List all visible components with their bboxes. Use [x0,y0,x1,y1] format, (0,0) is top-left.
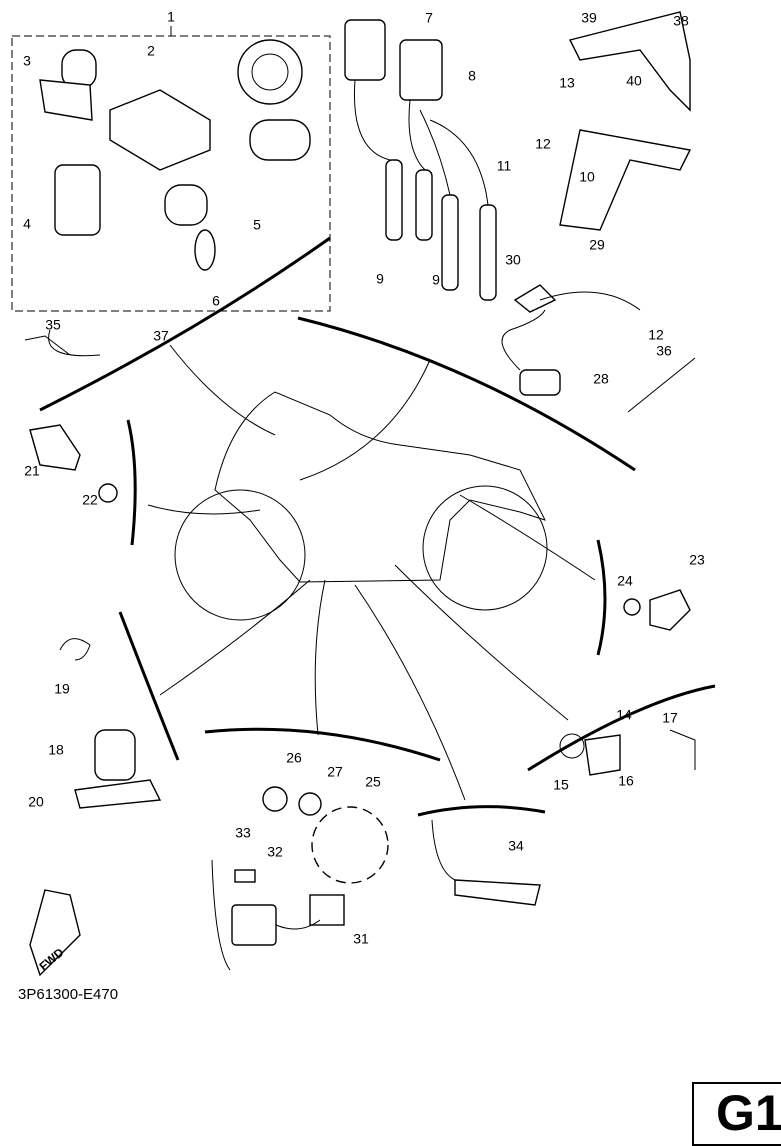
part-label-39: 39 [581,10,597,26]
diagram-code: 3P61300-E470 [18,986,119,1003]
part-label-30: 30 [505,252,521,268]
part-label-40: 40 [626,73,642,89]
part-label-33: 33 [235,825,251,841]
part-label-26: 26 [286,750,302,766]
part-label-24: 24 [617,573,633,589]
leader-curves [159,344,596,801]
part-label-1: 1 [167,9,175,25]
part-label-15: 15 [553,777,569,793]
part-label-10: 10 [579,169,595,185]
part-label-22: 22 [82,492,98,508]
part-label-18: 18 [48,742,64,758]
page-label: G1 [716,1085,781,1141]
part-label-2: 2 [147,43,155,59]
part-label-29: 29 [589,237,605,253]
part-shapes [24,11,696,977]
part-label-27: 27 [327,764,343,780]
part-label-5: 5 [253,217,261,233]
part-label-9: 9 [432,272,440,288]
part-label-38: 38 [673,13,689,29]
part-label-31: 31 [353,931,369,947]
part-label-35: 35 [45,317,61,333]
part-label-7: 7 [425,10,433,26]
part-label-8: 8 [468,68,476,84]
part-label-21: 21 [24,463,40,479]
part-label-3: 3 [23,53,31,69]
part-label-34: 34 [508,838,524,854]
part-label-13: 13 [559,75,575,91]
part-label-19: 19 [54,681,70,697]
motorcycle-outline [147,391,548,621]
part-label-36: 36 [656,343,672,359]
part-label-11: 11 [497,158,512,174]
part-label-16: 16 [618,773,634,789]
part-label-25: 25 [365,774,381,790]
part-label-37: 37 [153,328,169,344]
part-label-14: 14 [616,707,632,723]
part-label-9: 9 [376,271,384,287]
part-label-17: 17 [662,710,678,726]
part-label-12: 12 [648,327,664,343]
part-label-20: 20 [28,794,44,810]
part-label-12: 12 [535,136,551,152]
separator-lines [39,236,716,817]
part-label-32: 32 [267,844,283,860]
part-label-6: 6 [212,293,220,309]
part-label-23: 23 [689,552,705,568]
part-label-28: 28 [593,371,609,387]
part-label-4: 4 [23,216,31,232]
